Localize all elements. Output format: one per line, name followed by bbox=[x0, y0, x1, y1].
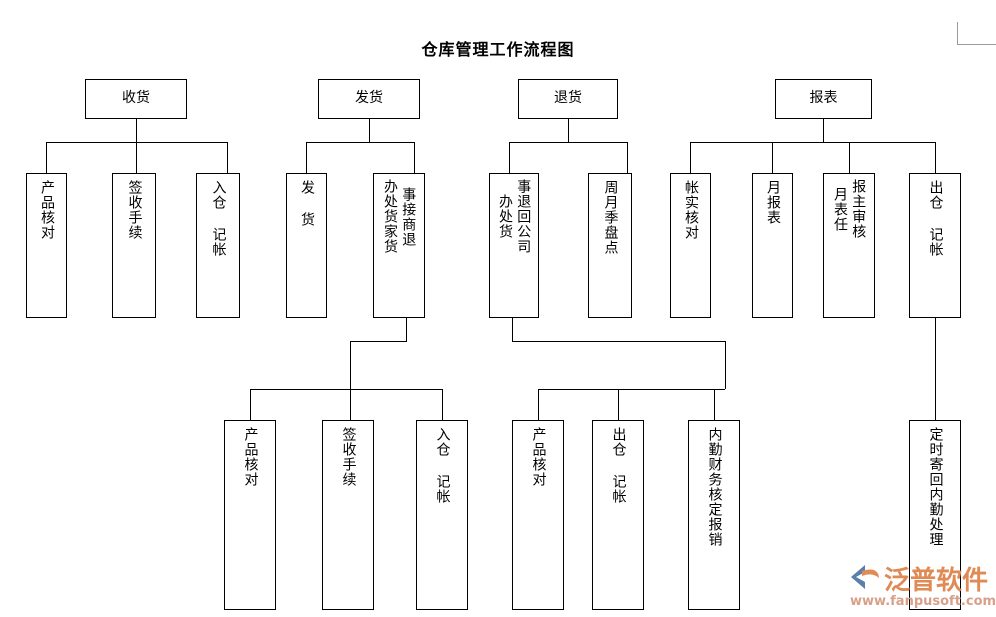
node-returns[interactable]: 退货 bbox=[518, 79, 618, 119]
connector-returns-sub-drop-1 bbox=[538, 389, 539, 420]
node-label: 产品核对 bbox=[242, 427, 259, 487]
connector-returns-sub-drop bbox=[725, 341, 726, 389]
node-label: 产品核对 bbox=[530, 427, 547, 487]
connector-returns-drop-1 bbox=[509, 142, 510, 173]
node-label: 收货 bbox=[122, 90, 150, 107]
node-reports-child-2[interactable]: 月报表 bbox=[752, 173, 793, 318]
connector-shipping-sub-drop-1 bbox=[250, 389, 251, 420]
node-label: 产品核对 bbox=[38, 180, 55, 240]
connector-shipping-sub-drop bbox=[350, 341, 351, 389]
connector-returns-drop-2 bbox=[627, 142, 628, 173]
connector-returns-sub-bus bbox=[538, 389, 725, 390]
connector-shipping-sub-drop-3 bbox=[442, 389, 443, 420]
node-shipping-grandchild-2[interactable]: 签收手续 bbox=[322, 420, 374, 610]
connector-receiving-drop-3 bbox=[227, 142, 228, 173]
connector-shipping-sub-bus bbox=[250, 389, 442, 390]
node-returns-grandchild-2[interactable]: 出仓 记帐 bbox=[592, 420, 644, 610]
node-label: 报主审核 月表任 bbox=[832, 179, 867, 239]
connector-reports-drop-4 bbox=[935, 142, 936, 173]
connector-shipping-sub-jog bbox=[350, 341, 407, 342]
node-shipping-child-2[interactable]: 事接商退 办处货家货 bbox=[373, 173, 425, 318]
connector-reports-stem bbox=[823, 119, 824, 142]
connector-returns-sub-stem bbox=[512, 318, 513, 341]
node-label: 事退回公司 办处货 bbox=[497, 179, 532, 254]
connector-receiving-stem bbox=[136, 119, 137, 142]
node-reports-child-4[interactable]: 出仓 记帐 bbox=[909, 173, 961, 318]
node-receiving-child-3[interactable]: 入仓 记帐 bbox=[196, 173, 240, 318]
connector-shipping-drop-1 bbox=[306, 142, 307, 173]
node-label: 发货 bbox=[355, 90, 383, 107]
node-label: 内勤财务核定报销 bbox=[706, 427, 723, 547]
node-receiving-child-2[interactable]: 签收手续 bbox=[112, 173, 156, 318]
node-label: 出仓 记帐 bbox=[927, 180, 944, 257]
connector-receiving-drop-1 bbox=[46, 142, 47, 173]
node-label: 月报表 bbox=[764, 180, 781, 225]
node-returns-child-1[interactable]: 事退回公司 办处货 bbox=[489, 173, 539, 318]
node-receiving[interactable]: 收货 bbox=[85, 79, 187, 119]
connector-reports-drop-2 bbox=[772, 142, 773, 173]
node-returns-grandchild-3[interactable]: 内勤财务核定报销 bbox=[688, 420, 740, 610]
node-label: 签收手续 bbox=[340, 427, 357, 487]
connector-reports-drop-1 bbox=[690, 142, 691, 173]
page-corner-mark bbox=[957, 22, 996, 45]
node-label: 周月季盘点 bbox=[602, 180, 619, 255]
node-label: 入仓 记帐 bbox=[210, 180, 227, 257]
connector-returns-bus bbox=[509, 142, 627, 143]
node-label: 定时寄回内勤处理 bbox=[927, 427, 944, 547]
connector-returns-stem bbox=[568, 119, 569, 142]
node-label: 退货 bbox=[554, 90, 582, 107]
connector-shipping-drop-2 bbox=[414, 142, 415, 173]
connector-shipping-stem bbox=[369, 119, 370, 142]
connector-returns-sub-drop-2 bbox=[618, 389, 619, 420]
node-reports-child-3[interactable]: 报主审核 月表任 bbox=[823, 173, 875, 318]
node-shipping-child-1[interactable]: 发 货 bbox=[286, 173, 327, 318]
connector-reports-drop-3 bbox=[849, 142, 850, 173]
node-label: 事接商退 办处货家货 bbox=[382, 179, 417, 254]
page-title: 仓库管理工作流程图 bbox=[421, 40, 575, 59]
node-reports-grandchild-1[interactable]: 定时寄回内勤处理 bbox=[909, 420, 961, 610]
node-reports[interactable]: 报表 bbox=[775, 79, 872, 119]
fanpu-logo-icon bbox=[851, 565, 879, 589]
node-label: 帐实核对 bbox=[682, 180, 699, 240]
connector-reports-sub-line bbox=[935, 318, 936, 420]
node-label: 出仓 记帐 bbox=[610, 427, 627, 504]
node-shipping-grandchild-3[interactable]: 入仓 记帐 bbox=[416, 420, 468, 610]
connector-shipping-sub-drop-2 bbox=[350, 389, 351, 420]
node-label: 入仓 记帐 bbox=[434, 427, 451, 504]
node-returns-child-2[interactable]: 周月季盘点 bbox=[588, 173, 632, 318]
connector-shipping-bus bbox=[306, 142, 414, 143]
node-shipping-grandchild-1[interactable]: 产品核对 bbox=[224, 420, 276, 610]
connector-returns-sub-jog bbox=[512, 341, 725, 342]
connector-returns-sub-drop-3 bbox=[714, 389, 715, 420]
connector-shipping-sub-stem bbox=[406, 318, 407, 341]
node-label: 发 货 bbox=[298, 180, 315, 227]
connector-receiving-drop-2 bbox=[136, 142, 137, 173]
node-label: 签收手续 bbox=[126, 180, 143, 240]
node-label: 报表 bbox=[809, 90, 838, 107]
node-receiving-child-1[interactable]: 产品核对 bbox=[26, 173, 67, 318]
node-returns-grandchild-1[interactable]: 产品核对 bbox=[512, 420, 564, 610]
connector-reports-bus bbox=[690, 142, 935, 143]
node-reports-child-1[interactable]: 帐实核对 bbox=[670, 173, 711, 318]
node-shipping[interactable]: 发货 bbox=[318, 79, 420, 119]
